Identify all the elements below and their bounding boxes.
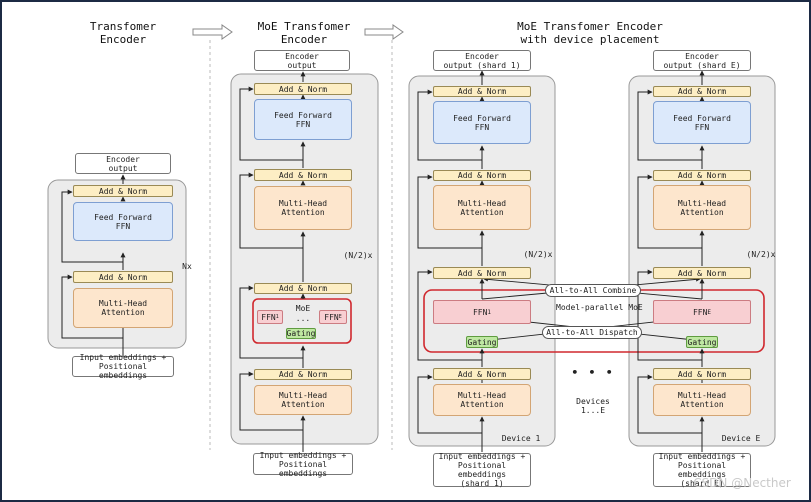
deviceE-arrows [637, 70, 705, 452]
deviceE-feed-forward: Feed Forward FFN [653, 101, 751, 144]
col1-title: Transfomer Encoder [89, 20, 157, 46]
device1-feed-forward: Feed Forward FFN [433, 101, 531, 144]
deviceE-multi-head-attention-2: Multi-Head Attention [653, 384, 751, 416]
col2-gating: Gating [286, 328, 316, 339]
all-to-all-dispatch: All-to-All Dispatch [542, 326, 642, 339]
deviceE-gating: Gating [686, 336, 718, 348]
deviceE-add-norm-3: Add & Norm [653, 267, 751, 279]
col2-add-norm-4: Add & Norm [254, 369, 352, 380]
col3-title: MoE Transfomer Encoder with device place… [517, 20, 663, 46]
device1-add-norm-1: Add & Norm [433, 86, 531, 97]
col2-input-embeddings: Input embeddings + Positional embeddings [253, 451, 353, 478]
col1-arrows [61, 174, 126, 356]
model-parallel-moe-label: Model-parallel MoE [556, 303, 643, 312]
col2-multi-head-attention-1: Multi-Head Attention [254, 186, 352, 230]
device1-multi-head-attention-2: Multi-Head Attention [433, 384, 531, 416]
deviceE-add-norm-4: Add & Norm [653, 368, 751, 380]
col2-ffn-dots: ... [295, 314, 311, 323]
col2-add-norm-1: Add & Norm [254, 83, 352, 95]
col1-input-embeddings: Input embeddings + Positional embeddings [72, 353, 174, 380]
col1-repeat-label: Nx [182, 262, 192, 271]
device1-add-norm-2: Add & Norm [433, 170, 531, 181]
col2-add-norm-2: Add & Norm [254, 169, 352, 181]
deviceE-repeat-label: (N/2)x [746, 250, 776, 259]
watermark: CSDN @Necther [693, 476, 791, 490]
device1-encoder-output: Encoder output (shard 1) [433, 50, 531, 71]
device1-add-norm-4: Add & Norm [433, 368, 531, 380]
col2-arrows [239, 71, 306, 452]
col1-encoder-output: Encoder output [75, 153, 171, 174]
deviceE-input-embeddings: Input embeddings + Positional embeddings… [653, 452, 751, 488]
col2-title: MoE Transfomer Encoder [257, 20, 351, 46]
col2-feed-forward: Feed Forward FFN [254, 99, 352, 140]
col2-add-norm-3: Add & Norm [254, 283, 352, 294]
devices-ellipsis: • • • [571, 366, 615, 379]
col1-add-norm-mid: Add & Norm [73, 271, 173, 283]
deviceE-multi-head-attention-1: Multi-Head Attention [653, 185, 751, 230]
device1-add-norm-3: Add & Norm [433, 267, 531, 279]
col1-multi-head-attention: Multi-Head Attention [73, 288, 173, 328]
device1-input-embeddings: Input embeddings + Positional embeddings… [433, 452, 531, 488]
deviceE-add-norm-2: Add & Norm [653, 170, 751, 181]
col2-repeat-label: (N/2)x [343, 251, 373, 260]
col2-encoder-output: Encoder output [254, 50, 350, 71]
col1-add-norm-top: Add & Norm [73, 185, 173, 197]
col1-feed-forward: Feed Forward FFN [73, 202, 173, 241]
device1-repeat-label: (N/2)x [523, 250, 553, 259]
col2-moe-outline [252, 298, 352, 344]
col2-multi-head-attention-2: Multi-Head Attention [254, 385, 352, 415]
deviceE-label: Device E [721, 434, 761, 443]
transition-arrows [192, 24, 404, 40]
device1-gating: Gating [466, 336, 498, 348]
col2-moe-label: MoE [295, 304, 311, 313]
all-to-all-combine: All-to-All Combine [545, 284, 641, 297]
deviceE-encoder-output: Encoder output (shard E) [653, 50, 751, 71]
device1-multi-head-attention-1: Multi-Head Attention [433, 185, 531, 230]
devices-label: Devices 1...E [576, 397, 610, 415]
device1-label: Device 1 [501, 434, 541, 443]
deviceE-add-norm-1: Add & Norm [653, 86, 751, 97]
